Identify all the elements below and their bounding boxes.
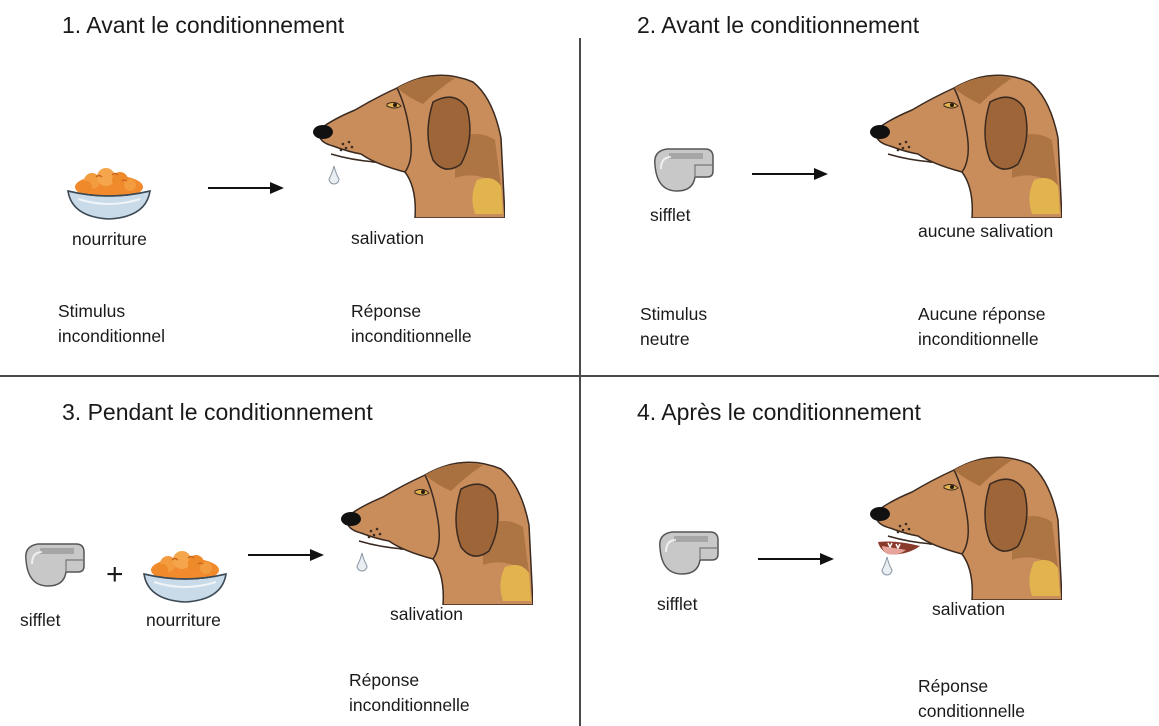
panel-2-response-label: aucune salivation xyxy=(918,221,1054,241)
whistle-icon xyxy=(650,528,722,578)
dog-head-icon xyxy=(333,455,533,605)
vertical-divider xyxy=(579,38,581,726)
panel-4-title: 4. Après le conditionnement xyxy=(637,399,921,425)
panel-2-title: 2. Avant le conditionnement xyxy=(637,12,920,38)
open-mouth-tongue-icon xyxy=(878,541,920,555)
panel-4-stimulus-label: sifflet xyxy=(657,594,698,614)
panel-1-response-label: salivation xyxy=(351,228,424,248)
plus-sign: + xyxy=(106,558,124,591)
panel-3-response-label: salivation xyxy=(390,604,463,624)
panel-2-stimulus-label: sifflet xyxy=(650,205,691,225)
panel-3-stimulus-label-2: nourriture xyxy=(146,610,221,630)
panel-4-response-type: Réponse conditionnelle xyxy=(918,676,1026,722)
panel-2-stimulus-type: Stimulus neutre xyxy=(640,304,708,350)
panel-1-stimulus-label: nourriture xyxy=(72,229,147,249)
whistle-icon xyxy=(645,145,717,195)
panel-1-response-type: Réponse inconditionnelle xyxy=(351,301,472,347)
panel-3-response-type: Réponse inconditionnelle xyxy=(349,670,470,716)
panel-1-stimulus-type: Stimulus inconditionnel xyxy=(58,301,166,347)
panel-1-title: 1. Avant le conditionnement xyxy=(62,12,345,38)
panel-2-response-type: Aucune réponse inconditionnelle xyxy=(918,304,1046,350)
arrow-right-icon xyxy=(752,167,828,181)
dog-head-icon xyxy=(862,68,1062,218)
saliva-drop-icon xyxy=(327,165,341,187)
saliva-drop-icon xyxy=(355,552,369,574)
panel-3-title: 3. Pendant le conditionnement xyxy=(62,399,373,425)
arrow-right-icon xyxy=(758,552,834,566)
horizontal-divider xyxy=(0,375,1159,377)
saliva-drop-icon xyxy=(880,556,894,578)
whistle-icon xyxy=(16,540,88,590)
panel-3-stimulus-label-1: sifflet xyxy=(20,610,61,630)
food-bowl-icon xyxy=(64,165,154,223)
panel-4-response-label: salivation xyxy=(932,599,1005,619)
arrow-right-icon xyxy=(248,548,324,562)
food-bowl-icon xyxy=(140,548,230,606)
arrow-right-icon xyxy=(208,181,284,195)
dog-head-icon xyxy=(305,68,505,218)
